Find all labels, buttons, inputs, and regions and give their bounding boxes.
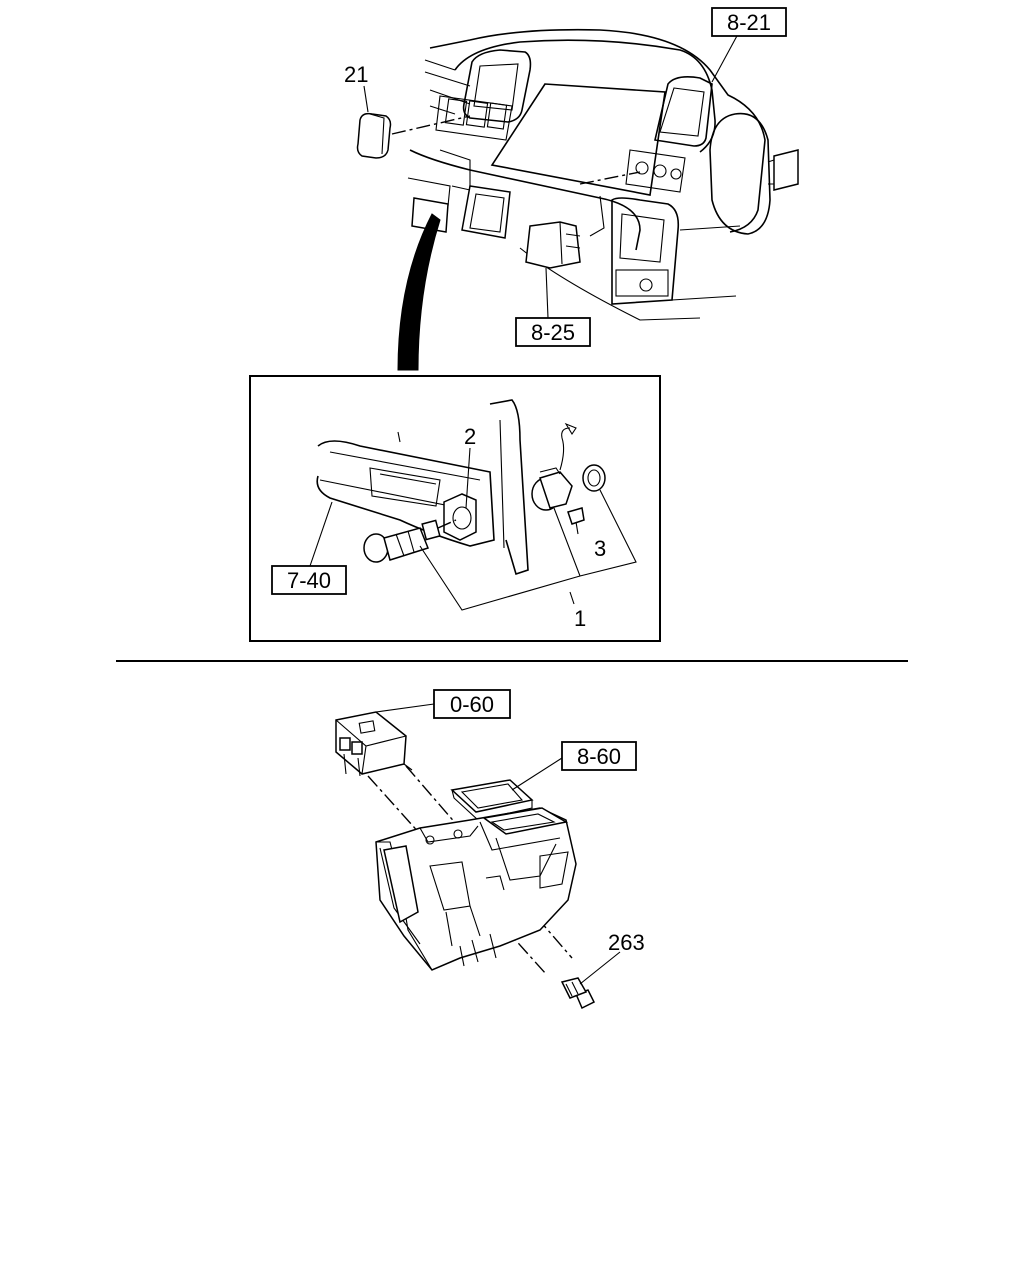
heater-unit-illustration bbox=[335, 703, 621, 1010]
ref-label-7-40: 7-40 bbox=[287, 568, 331, 593]
ref-box-8-21[interactable]: 8-21 bbox=[711, 7, 787, 37]
part-label-263: 263 bbox=[608, 930, 645, 955]
detail-pointer-arrow bbox=[397, 213, 441, 371]
part-label-21: 21 bbox=[344, 62, 368, 87]
part-label-2: 2 bbox=[464, 424, 476, 449]
ref-label-8-25: 8-25 bbox=[531, 320, 575, 345]
ref-label-0-60: 0-60 bbox=[450, 692, 494, 717]
ref-box-8-60[interactable]: 8-60 bbox=[561, 741, 637, 771]
instrument-panel-illustration bbox=[356, 28, 799, 371]
ref-label-8-60: 8-60 bbox=[577, 744, 621, 769]
part-label-1: 1 bbox=[574, 606, 586, 631]
ref-box-0-60[interactable]: 0-60 bbox=[433, 689, 511, 719]
ref-label-8-21: 8-21 bbox=[727, 10, 771, 35]
part-label-3: 3 bbox=[594, 536, 606, 561]
ref-box-8-25[interactable]: 8-25 bbox=[515, 317, 591, 347]
lighter-detail-box bbox=[249, 375, 661, 642]
ref-box-7-40[interactable]: 7-40 bbox=[271, 565, 347, 595]
